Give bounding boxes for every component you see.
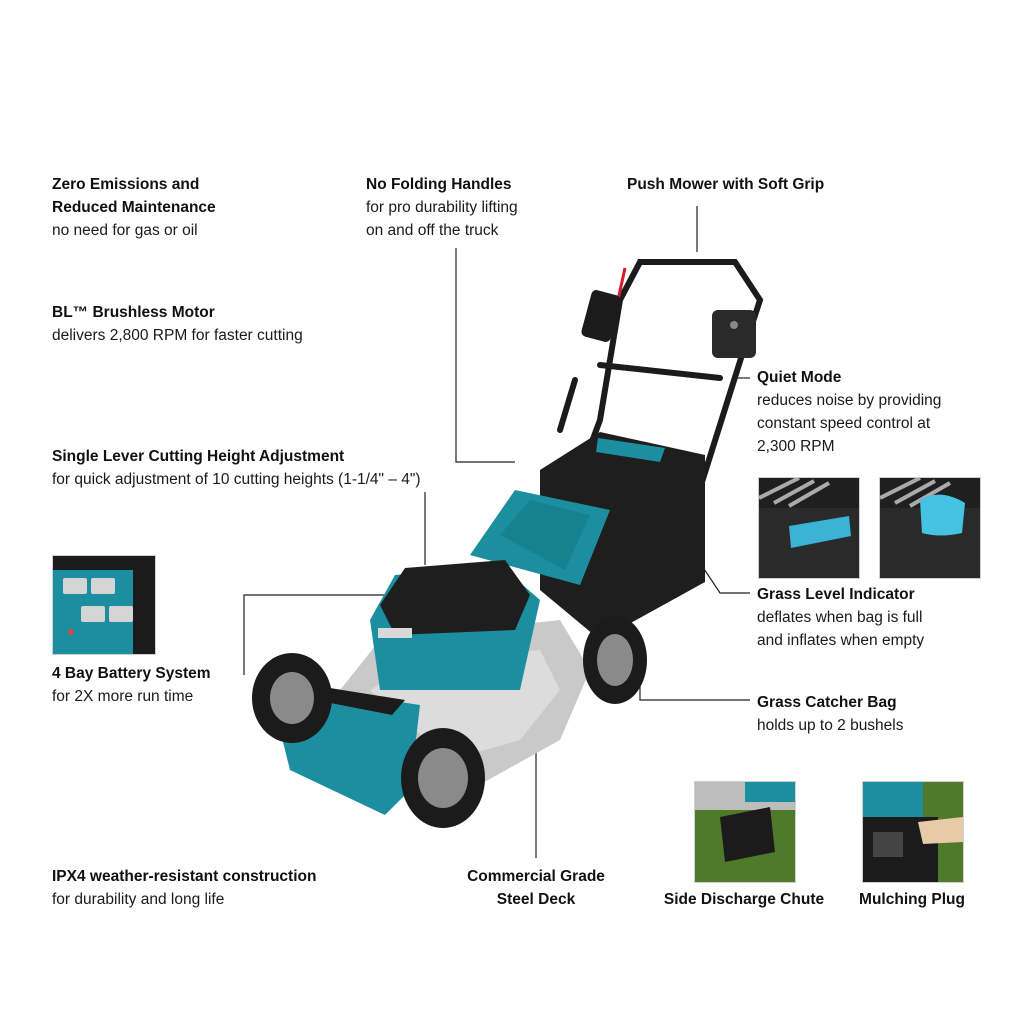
grass-indicator-image	[758, 477, 860, 579]
callout-title: Commercial Grade	[467, 868, 605, 885]
callout-title: Push Mower with Soft Grip	[627, 176, 825, 193]
callout-desc: holds up to 2 bushels	[757, 717, 904, 734]
mulching-plug-image	[862, 781, 964, 883]
callout-desc: no need for gas or oil	[52, 222, 198, 239]
side-discharge-image	[694, 781, 796, 883]
callout-title: Grass Catcher Bag	[757, 694, 897, 711]
callout-title: Single Lever Cutting Height Adjustment	[52, 448, 345, 465]
grass-indicator-inflated-image	[879, 477, 981, 579]
callout-title: Side Discharge Chute	[663, 891, 825, 908]
callout-desc: 2,300 RPM	[757, 438, 835, 455]
callout-battery: 4 Bay Battery System for 2X more run tim…	[52, 662, 211, 708]
callout-desc: constant speed control at	[757, 415, 931, 432]
callout-desc: for durability and long life	[52, 891, 225, 908]
callout-height-adjust: Single Lever Cutting Height Adjustment f…	[52, 445, 421, 491]
callout-title: No Folding Handles	[366, 176, 512, 193]
callout-desc: for 2X more run time	[52, 688, 194, 705]
callout-steel-deck: Commercial Grade Steel Deck	[456, 865, 616, 911]
callout-desc: delivers 2,800 RPM for faster cutting	[52, 327, 303, 344]
callout-grass-level: Grass Level Indicator deflates when bag …	[757, 583, 924, 652]
callout-desc: for pro durability lifting	[366, 199, 518, 216]
callout-desc: for quick adjustment of 10 cutting heigh…	[52, 471, 421, 488]
callout-title: Quiet Mode	[757, 369, 842, 386]
callout-no-folding: No Folding Handles for pro durability li…	[366, 173, 518, 242]
callout-desc: reduces noise by providing	[757, 392, 942, 409]
callout-title: Mulching Plug	[859, 891, 965, 908]
callout-zero-emissions: Zero Emissions and Reduced Maintenance n…	[52, 173, 216, 242]
callout-title: Steel Deck	[496, 891, 576, 908]
callout-title: BL™ Brushless Motor	[52, 304, 215, 321]
callout-catcher-bag: Grass Catcher Bag holds up to 2 bushels	[757, 691, 904, 737]
callout-quiet-mode: Quiet Mode reduces noise by providing co…	[757, 366, 941, 458]
callout-mulching: Mulching Plug	[850, 888, 974, 911]
callout-title: Grass Level Indicator	[757, 586, 915, 603]
callout-side-discharge: Side Discharge Chute	[656, 888, 832, 911]
callout-brushless: BL™ Brushless Motor delivers 2,800 RPM f…	[52, 301, 303, 347]
callout-push-mower: Push Mower with Soft Grip	[627, 173, 824, 196]
callout-title: IPX4 weather-resistant construction	[52, 868, 317, 885]
callout-title: 4 Bay Battery System	[52, 665, 211, 682]
callout-ipx4: IPX4 weather-resistant construction for …	[52, 865, 316, 911]
callout-title: Reduced Maintenance	[52, 199, 216, 216]
callout-desc: on and off the truck	[366, 222, 499, 239]
callout-desc: deflates when bag is full	[757, 609, 923, 626]
callout-desc: and inflates when empty	[757, 632, 925, 649]
battery-bay-image	[52, 555, 156, 655]
callout-title: Zero Emissions and	[52, 176, 200, 193]
